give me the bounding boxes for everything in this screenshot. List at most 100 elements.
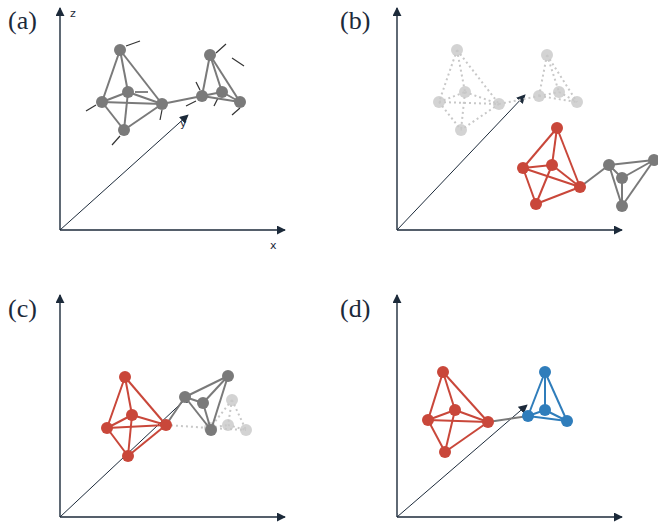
atom-dot bbox=[422, 414, 434, 426]
atom-group bbox=[533, 49, 583, 108]
atom-group bbox=[603, 154, 658, 212]
atom-dot bbox=[493, 98, 505, 110]
bond-line bbox=[102, 50, 120, 102]
atom-dot bbox=[96, 96, 108, 108]
atom-group bbox=[179, 370, 234, 436]
atom-dot bbox=[197, 397, 209, 409]
panel-b bbox=[397, 8, 658, 230]
atom-dot bbox=[204, 49, 216, 61]
bond-line bbox=[428, 420, 488, 422]
bond-line bbox=[211, 376, 228, 430]
link-bond bbox=[499, 96, 539, 104]
axis-line bbox=[60, 516, 285, 517]
atom-group bbox=[517, 122, 586, 210]
atom-dot bbox=[122, 86, 134, 98]
atom-dot bbox=[114, 44, 126, 56]
atom-dot bbox=[118, 124, 130, 136]
axis-label: x bbox=[270, 240, 277, 251]
atom-dot bbox=[616, 200, 628, 212]
atom-dot bbox=[571, 96, 583, 108]
atom-dot bbox=[603, 159, 615, 171]
bond-line bbox=[210, 55, 240, 102]
bond-line bbox=[439, 50, 457, 102]
bond-line bbox=[428, 372, 443, 420]
atom-dot bbox=[126, 409, 138, 421]
force-vector bbox=[126, 41, 140, 46]
atom-group bbox=[433, 44, 505, 136]
force-vector bbox=[160, 110, 162, 120]
bond-line bbox=[107, 425, 166, 428]
axis-line bbox=[397, 405, 527, 517]
bond-line bbox=[622, 160, 654, 206]
atom-group bbox=[96, 44, 168, 136]
atom-dot bbox=[539, 366, 551, 378]
atom-dot bbox=[541, 49, 553, 61]
atom-dot bbox=[122, 450, 134, 462]
atom-dot bbox=[449, 404, 461, 416]
atom-dot bbox=[222, 419, 234, 431]
axis-line bbox=[396, 8, 397, 230]
atom-group bbox=[422, 366, 494, 458]
atom-dot bbox=[240, 424, 252, 436]
atom-dot bbox=[451, 44, 463, 56]
atom-dot bbox=[156, 98, 168, 110]
force-vector bbox=[86, 105, 96, 111]
bond-line bbox=[439, 102, 499, 104]
atom-dot bbox=[234, 96, 246, 108]
bond-line bbox=[102, 102, 162, 104]
atom-dot bbox=[226, 394, 238, 406]
bond-line bbox=[445, 410, 455, 452]
atom-dot bbox=[459, 86, 471, 98]
panel-label: (c) bbox=[8, 296, 37, 322]
atom-dot bbox=[455, 124, 467, 136]
atom-dot bbox=[196, 90, 208, 102]
atom-dot bbox=[551, 122, 563, 134]
bond-line bbox=[457, 50, 499, 104]
bond-line bbox=[128, 415, 132, 456]
panel-label: (a) bbox=[8, 8, 37, 34]
atom-dot bbox=[433, 96, 445, 108]
force-vector bbox=[186, 101, 196, 106]
bond-line bbox=[202, 55, 210, 96]
axis-line bbox=[59, 8, 60, 230]
atom-dot bbox=[119, 371, 131, 383]
panel-label: (d) bbox=[340, 296, 370, 322]
atom-dot bbox=[561, 415, 573, 427]
atom-dot bbox=[574, 181, 586, 193]
force-vector bbox=[196, 82, 200, 90]
force-vector bbox=[232, 58, 244, 66]
atom-dot bbox=[648, 154, 658, 166]
atom-dot bbox=[160, 419, 172, 431]
bond-line bbox=[536, 165, 552, 204]
bond-line bbox=[547, 55, 577, 102]
atom-dot bbox=[205, 424, 217, 436]
atom-dot bbox=[553, 86, 565, 98]
axis-line bbox=[397, 516, 622, 517]
force-vector bbox=[216, 44, 226, 53]
atom-group bbox=[196, 49, 246, 108]
atom-dot bbox=[539, 404, 551, 416]
bond-line bbox=[539, 55, 547, 96]
bond-line bbox=[185, 397, 211, 430]
link-bond bbox=[162, 96, 202, 104]
link-bond bbox=[166, 425, 210, 428]
atom-dot bbox=[216, 86, 228, 98]
panel-d bbox=[397, 295, 622, 517]
force-vector bbox=[232, 108, 240, 115]
atom-dot bbox=[439, 446, 451, 458]
force-vector bbox=[112, 136, 120, 145]
atom-dot bbox=[482, 416, 494, 428]
bond-line bbox=[457, 50, 465, 92]
bond-line bbox=[128, 425, 166, 456]
bond-line bbox=[124, 104, 162, 130]
axis-line bbox=[60, 229, 285, 230]
axis-line bbox=[60, 115, 188, 230]
axis-label: y bbox=[180, 118, 187, 129]
atom-dot bbox=[517, 162, 529, 174]
panel-a bbox=[60, 8, 285, 230]
panel-label: (b) bbox=[340, 8, 370, 34]
axis-line bbox=[396, 295, 397, 517]
atom-dot bbox=[437, 366, 449, 378]
